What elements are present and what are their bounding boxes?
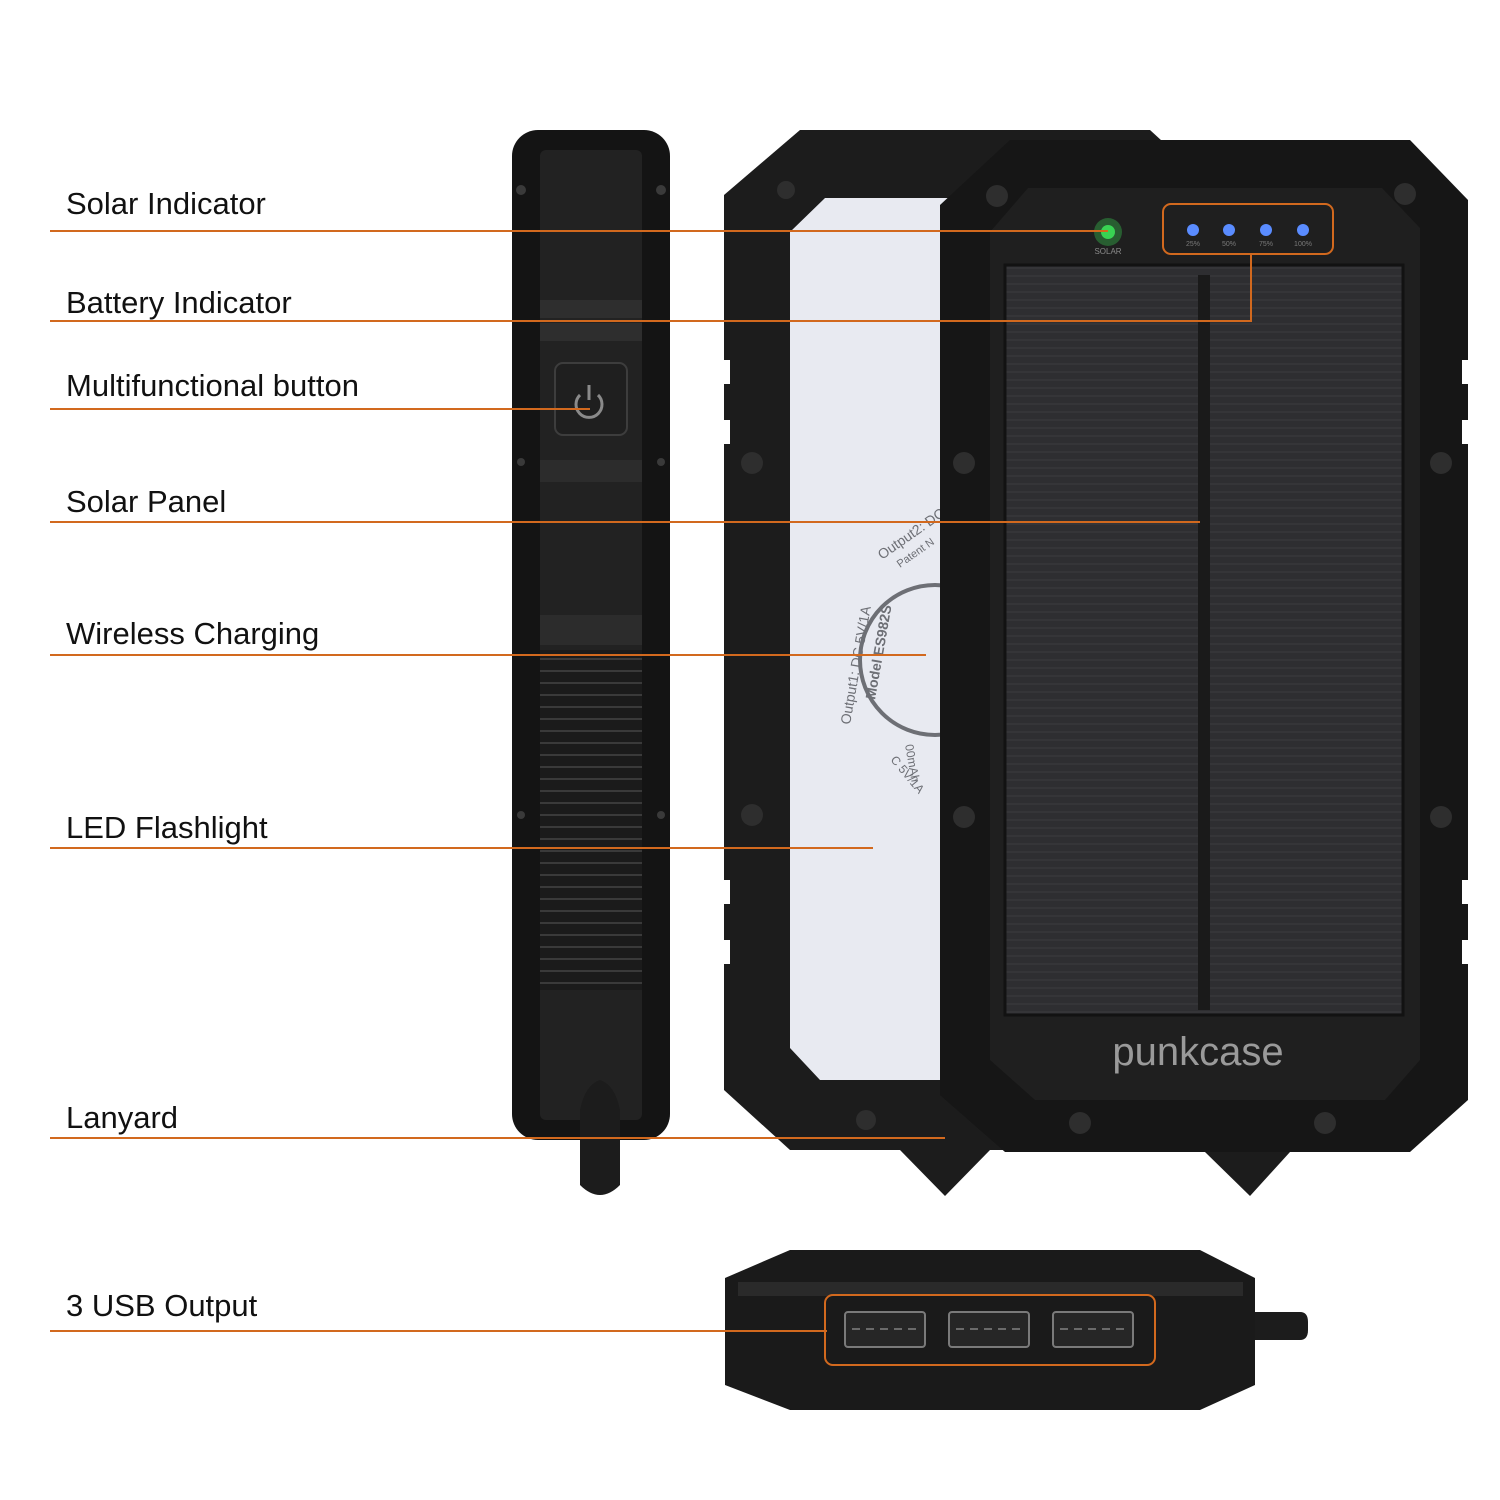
bottom-view [725,1250,1308,1410]
power-button[interactable] [554,362,628,436]
power-icon [574,393,604,419]
leader-solar-indicator [50,230,1108,232]
leader-wireless-charging [50,654,926,656]
label-battery-indicator: Battery Indicator [66,285,292,320]
label-lanyard: Lanyard [66,1100,179,1135]
battery-indicator-leds: 25% 50% 75% 100% [1162,203,1334,255]
label-led-flashlight: LED Flashlight [66,810,268,845]
solar-panel [1003,263,1405,1017]
solar-indicator-led: SOLAR [1094,218,1122,256]
bottom-lanyard [1255,1312,1308,1340]
side-view [512,130,670,1195]
back-lanyard-tab [900,1150,990,1196]
front-lanyard-tab [1205,1152,1290,1196]
usb-port-2 [948,1311,1030,1348]
leader-solar-panel [50,521,1200,523]
usb-port-3 [1052,1311,1134,1348]
leader-led-flashlight [50,847,873,849]
label-wireless-charging: Wireless Charging [66,616,320,651]
svg-text:00mAh: 00mAh [902,743,922,783]
front-view: SOLAR 25% 50% 75% 100% punkcase [940,140,1472,1196]
label-solar-indicator: Solar Indicator [66,186,266,221]
leader-usb-output [50,1330,827,1332]
leader-multifunctional-button [50,408,590,410]
label-solar-panel: Solar Panel [66,484,227,519]
leader-battery-indicator [50,320,1252,322]
leader-lanyard [50,1137,945,1139]
brand-logo: punkcase [1112,1030,1283,1074]
label-usb-output: 3 USB Output [66,1288,258,1323]
svg-text:75%: 75% [1259,241,1273,248]
usb-port-1 [844,1311,926,1348]
svg-text:100%: 100% [1294,241,1312,248]
leader-battery-indicator-vertical [1250,254,1252,322]
svg-text:25%: 25% [1186,241,1200,248]
svg-text:50%: 50% [1222,241,1236,248]
svg-text:SOLAR: SOLAR [1094,247,1121,256]
label-multifunctional-button: Multifunctional button [66,368,359,403]
